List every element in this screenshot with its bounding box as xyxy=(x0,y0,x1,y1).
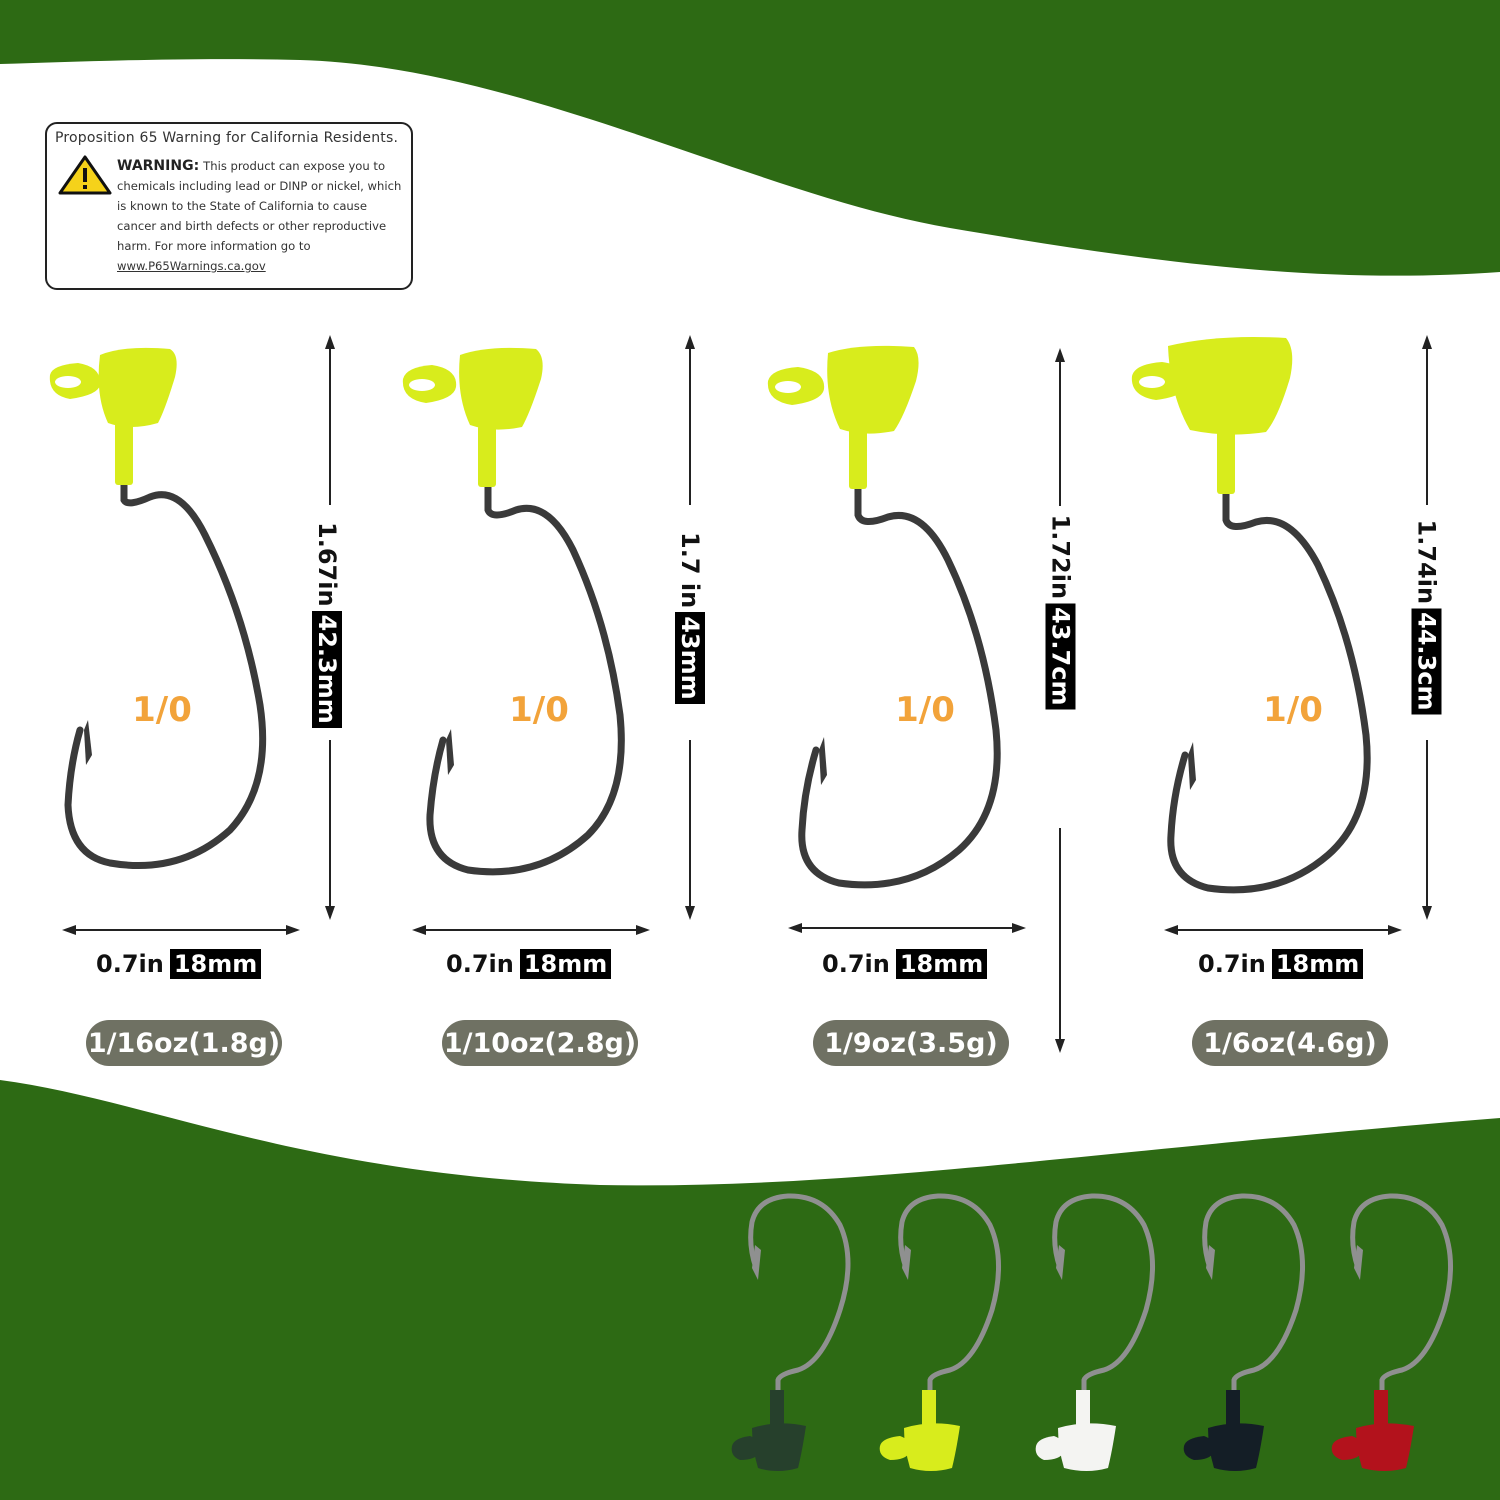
hook-1-size-label: 1/0 xyxy=(132,690,192,730)
hook-1-width-in: 0.7in xyxy=(96,950,164,978)
hook-2-height-in: 1.7 in xyxy=(676,532,704,609)
hook-1-width-dimension: 0.7in 18mm xyxy=(96,949,262,979)
warning-heading: WARNING: xyxy=(117,158,200,174)
color-variant-white-hook xyxy=(1035,1193,1155,1471)
warning-title: Proposition 65 Warning for California Re… xyxy=(55,130,399,146)
hook-1-height-in: 1.67in xyxy=(313,522,341,607)
hook-2-height-arrow xyxy=(685,335,695,920)
warning-body: This product can expose you to chemicals… xyxy=(117,159,402,253)
hook-2-illustration xyxy=(402,347,625,876)
hook-1-width-arrow xyxy=(62,925,300,935)
hook-3-weight-badge: 1/9oz(3.5g) xyxy=(813,1020,1009,1066)
hook-3-height-in: 1.72in xyxy=(1046,514,1075,600)
hook-4-width-metric: 18mm xyxy=(1271,949,1364,979)
hook-4-height-arrow xyxy=(1422,335,1432,920)
hook-4-height-in: 1.74in xyxy=(1412,519,1441,605)
color-variant-chartreuse-hook xyxy=(879,1193,1001,1471)
hook-2-height-metric: 43mm xyxy=(675,612,705,704)
hook-4-width-arrow xyxy=(1164,925,1402,935)
hook-1-height-arrow xyxy=(325,335,335,920)
warning-text: WARNING:This product can expose you to c… xyxy=(117,156,409,276)
hook-2-size-label: 1/0 xyxy=(509,690,569,730)
hook-2-width-dimension: 0.7in 18mm xyxy=(446,949,612,979)
hook-3-height-arrow xyxy=(1055,348,1065,1053)
hook-2-width-metric: 18mm xyxy=(519,949,612,979)
hook-4-height-dimension: 1.74in 44.3cm xyxy=(1410,520,1444,725)
hook-3-width-metric: 18mm xyxy=(895,949,988,979)
hook-1-height-metric: 42.3mm xyxy=(312,610,342,728)
hook-1-illustration xyxy=(49,347,267,869)
hook-4-weight-badge: 1/6oz(4.6g) xyxy=(1192,1020,1388,1066)
hook-2-weight-badge: 1/10oz(2.8g) xyxy=(442,1020,638,1066)
color-variant-red-hook xyxy=(1331,1193,1453,1471)
hook-2-width-arrow xyxy=(412,925,650,935)
color-variant-black-hook xyxy=(1183,1193,1305,1471)
hook-3-width-in: 0.7in xyxy=(822,950,890,978)
warning-link[interactable]: www.P65Warnings.ca.gov xyxy=(117,259,266,273)
hook-2-width-in: 0.7in xyxy=(446,950,514,978)
hook-2-height-dimension: 1.7 in 43mm xyxy=(673,532,707,712)
hook-3-size-label: 1/0 xyxy=(895,690,955,730)
hook-1-width-metric: 18mm xyxy=(169,949,262,979)
warning-triangle-icon xyxy=(58,155,112,195)
hook-3-width-arrow xyxy=(788,923,1026,933)
hook-3-height-dimension: 1.72in 43.7cm xyxy=(1044,515,1078,720)
hook-4-size-label: 1/0 xyxy=(1263,690,1323,730)
hook-4-width-dimension: 0.7in 18mm xyxy=(1198,949,1364,979)
hook-4-height-metric: 44.3cm xyxy=(1411,608,1442,715)
hook-3-illustration xyxy=(767,345,1001,889)
hook-1-weight-badge: 1/16oz(1.8g) xyxy=(86,1020,282,1066)
hook-3-height-metric: 43.7cm xyxy=(1045,603,1076,710)
color-variant-green-hook xyxy=(731,1193,851,1471)
hook-3-width-dimension: 0.7in 18mm xyxy=(822,949,988,979)
hook-4-illustration xyxy=(1131,337,1371,894)
prop65-warning-label: Proposition 65 Warning for California Re… xyxy=(45,122,413,290)
hook-4-width-in: 0.7in xyxy=(1198,950,1266,978)
hook-1-height-dimension: 1.67in 42.3mm xyxy=(310,522,344,728)
